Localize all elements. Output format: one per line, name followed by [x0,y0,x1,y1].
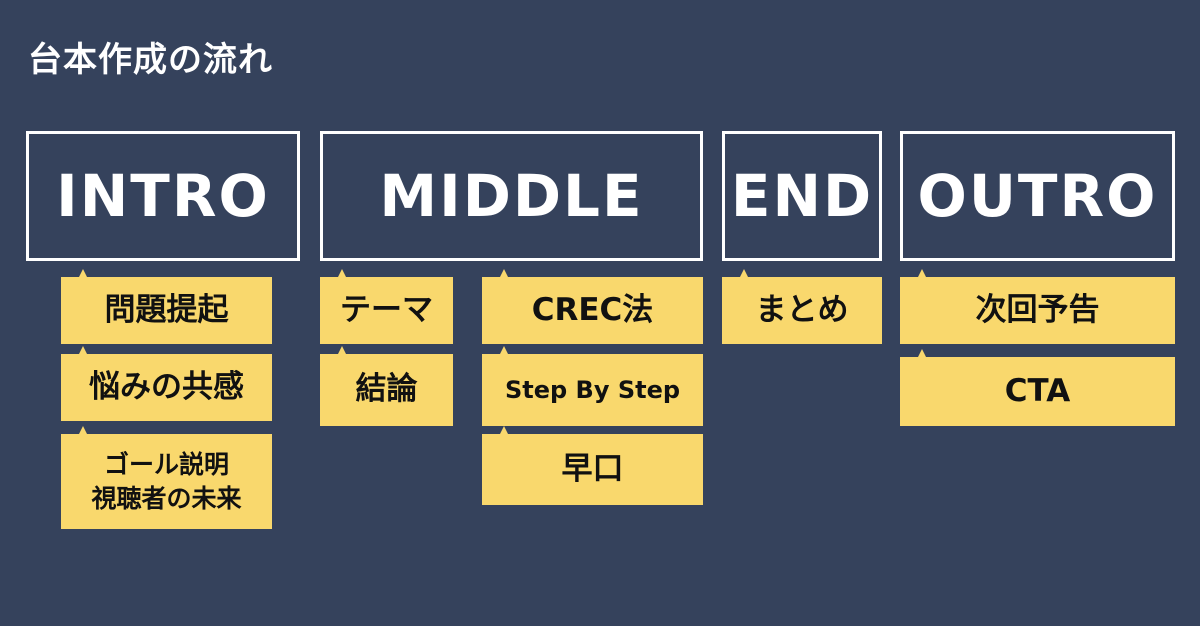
note-problem: 問題提起 [61,269,272,344]
note-next: 次回予告 [900,269,1175,344]
note-fast: 早口 [482,426,703,505]
note-conclusion-text: 結論 [355,371,418,408]
note-cta: CTA [900,349,1175,426]
note-cta-text: CTA [1004,372,1071,409]
section-end: END [722,131,882,261]
page-title: 台本作成の流れ [28,40,273,80]
note-crec-text: CREC法 [531,291,654,328]
note-summary: まとめ [722,269,882,344]
note-next-text: 次回予告 [975,291,1100,328]
note-fast-text: 早口 [561,450,624,487]
note-problem-text: 問題提起 [104,291,229,328]
note-conclusion: 結論 [320,346,453,426]
note-empathy: 悩みの共感 [61,346,272,421]
section-intro-label: INTRO [56,162,270,230]
section-end-label: END [730,162,874,230]
section-outro-label: OUTRO [917,162,1158,230]
note-step-text: Step By Step [504,375,681,404]
note-theme-text: テーマ [340,291,433,328]
section-middle: MIDDLE [320,131,703,261]
note-summary-text: まとめ [755,291,849,328]
note-goal-line2: 視聴者の未来 [91,483,242,513]
note-goal: ゴール説明 視聴者の未来 [61,426,272,529]
note-crec: CREC法 [482,269,703,344]
section-intro: INTRO [26,131,300,261]
note-theme: テーマ [320,269,453,344]
section-middle-label: MIDDLE [379,162,644,230]
note-step: Step By Step [482,346,703,426]
note-empathy-text: 悩みの共感 [89,368,244,405]
section-outro: OUTRO [900,131,1175,261]
note-goal-line1: ゴール説明 [103,449,229,479]
